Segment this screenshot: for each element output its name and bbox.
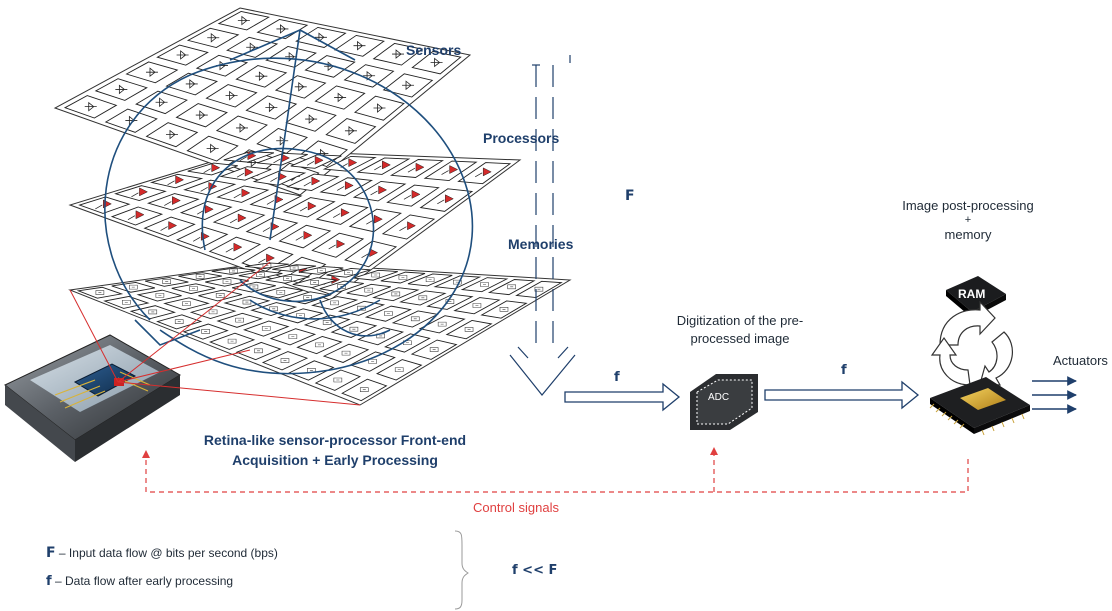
- actuator-arrows: [1032, 381, 1076, 409]
- legend-brace: [455, 531, 468, 609]
- flow-f-label-left: f: [614, 370, 620, 385]
- processors-label: Processors: [483, 130, 559, 146]
- flow-f-label-right: f: [841, 363, 847, 378]
- frontend-line-2: Acquisition + Early Processing: [180, 450, 490, 470]
- digitization-line-1: Digitization of the pre-: [650, 313, 830, 328]
- postprocessing-line-1: Image post-processing: [878, 197, 1058, 214]
- postprocessing-line-2: +: [878, 214, 1058, 226]
- legend-row-f: f – Data flow after early processing: [46, 574, 233, 589]
- digitization-label: Digitization of the pre- processed image: [650, 313, 830, 346]
- postprocessing-line-3: memory: [878, 226, 1058, 243]
- legend-f-symbol: f: [46, 574, 52, 589]
- input-flow-arrow: [510, 55, 575, 395]
- postprocessing-label: Image post-processing + memory: [878, 197, 1058, 243]
- layer-stack: [55, 8, 570, 405]
- flow-relation-label: f << F: [512, 563, 557, 578]
- flow-arrow-adc-to-processor: [765, 382, 918, 408]
- digitization-line-2: processed image: [650, 331, 830, 346]
- legend-F-text: – Input data flow @ bits per second (bps…: [59, 546, 278, 560]
- flow-arrow-frontend-to-adc: [565, 384, 679, 410]
- memories-label: Memories: [508, 236, 573, 252]
- frontend-label: Retina-like sensor-processor Front-end A…: [180, 430, 490, 470]
- legend-row-F: F – Input data flow @ bits per second (b…: [46, 545, 278, 561]
- sensors-label: Sensors: [406, 42, 461, 58]
- processor-chip-icon: [930, 377, 1030, 435]
- legend-f-text: – Data flow after early processing: [55, 574, 233, 588]
- frontend-line-1: Retina-like sensor-processor Front-end: [180, 430, 490, 450]
- ram-chip-text: RAM: [958, 287, 985, 301]
- control-signals-label: Control signals: [473, 500, 559, 515]
- legend-F-symbol: F: [46, 545, 56, 561]
- cycle-arrows-icon: [932, 302, 1012, 385]
- adc-chip-text: ADC: [708, 392, 729, 403]
- actuators-label: Actuators: [1053, 353, 1108, 368]
- input-flow-F-label: F: [625, 188, 635, 204]
